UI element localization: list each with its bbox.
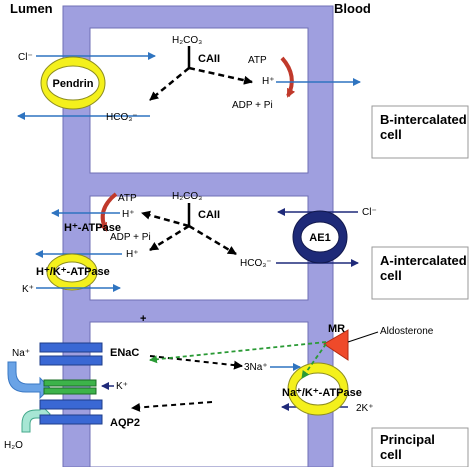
- b-hco3-label: HCO₃⁻: [106, 112, 138, 123]
- a-k-plus-label: K⁺: [22, 284, 34, 295]
- na-k-atpase-label: Na⁺/K⁺-ATPase: [282, 387, 362, 399]
- aqp2-channel-bottom: [39, 414, 103, 425]
- p-na-plus-label: Na⁺: [12, 348, 30, 359]
- b-atp-label: ATP: [248, 55, 267, 66]
- b-cell-side-label-text: B-intercalated: [380, 112, 467, 127]
- h-k-atpase-core: [54, 261, 90, 283]
- b-atp-hydrolysis-arrow: [280, 56, 296, 98]
- a-hco3-label: HCO₃⁻: [240, 258, 272, 269]
- a-cl-label: Cl⁻: [362, 207, 377, 218]
- aqp2-label: AQP2: [110, 417, 140, 429]
- k-channel-top: [43, 379, 97, 387]
- a-cell-side-label-text: A-intercalated: [380, 253, 467, 268]
- lumen-header: Lumen: [10, 1, 53, 16]
- a-cell-interior: [89, 195, 309, 301]
- principal-cell-label-box: [371, 427, 469, 468]
- b-caii-label: CAII: [198, 53, 220, 65]
- principal-cell-side-label-text-line2: cell: [380, 447, 402, 462]
- aldosterone-leader-line: [347, 331, 379, 343]
- ae1-core: [300, 221, 340, 253]
- a-h-plus-upper-label: H⁺: [122, 209, 135, 220]
- b-cl-label: Cl⁻: [18, 52, 33, 63]
- mr-receptor: [323, 329, 349, 361]
- enac-channel-top: [39, 342, 103, 353]
- a-dashed-to-hco3: [188, 224, 237, 256]
- b-dashed-to-hco3: [149, 67, 190, 101]
- b-cell-label-box: [371, 105, 469, 159]
- a-caii-label: CAII: [198, 209, 220, 221]
- a-cell-label-box: [371, 246, 469, 300]
- a-dashed-to-h-lower: [149, 224, 190, 252]
- p-three-na-label: 3Na⁺: [244, 362, 268, 373]
- b-h-plus-label: H⁺: [262, 76, 275, 87]
- pendrin-core: [46, 65, 100, 101]
- a-atp-hydrolysis-arrow: [98, 192, 118, 232]
- p-two-k-label: 2K⁺: [356, 403, 374, 414]
- a-dashed-to-h-upper: [141, 210, 190, 228]
- k-channel-bottom: [43, 387, 97, 395]
- enac-label: ENaC: [110, 347, 139, 359]
- p-na-dashed-arrow: [149, 355, 243, 370]
- b-cell-side-label-text-line2: cell: [380, 127, 402, 142]
- b-h2co3-label: H₂CO₃: [172, 35, 202, 46]
- mr-label: MR: [328, 323, 345, 335]
- b-dashed-to-h: [188, 66, 253, 85]
- h-atpase-label: H⁺-ATPase: [64, 222, 121, 234]
- h-k-atpase-label: H⁺/K⁺-ATPase: [36, 266, 110, 278]
- a-atp-label: ATP: [118, 193, 137, 204]
- mr-to-enac-dashed: [149, 341, 327, 364]
- b-adp-pi-label: ADP + Pi: [232, 100, 273, 111]
- a-cell-side-label-text-line2: cell: [380, 268, 402, 283]
- principal-plus-mark: +: [140, 313, 146, 325]
- principal-cell-interior: [89, 321, 309, 468]
- aqp2-channel-top: [39, 399, 103, 410]
- enac-channel-bottom: [39, 355, 103, 366]
- principal-cell-side-label-text: Principal: [380, 432, 435, 447]
- p-k-plus-label: K⁺: [116, 381, 128, 392]
- na-k-atpase-core: [295, 372, 341, 406]
- p-h2o-label: H₂O: [4, 440, 23, 451]
- ae1-label: AE1: [309, 232, 330, 244]
- aldosterone-label: Aldosterone: [380, 326, 434, 337]
- a-h-plus-lower-label: H⁺: [126, 249, 139, 260]
- pendrin-label: Pendrin: [53, 78, 94, 90]
- a-adp-pi-label: ADP + Pi: [110, 232, 151, 243]
- b-cell-interior: [89, 27, 309, 174]
- a-h2co3-label: H₂CO₃: [172, 191, 202, 202]
- p-k-dashed-arrow: [131, 401, 213, 412]
- blood-header: Blood: [334, 1, 371, 16]
